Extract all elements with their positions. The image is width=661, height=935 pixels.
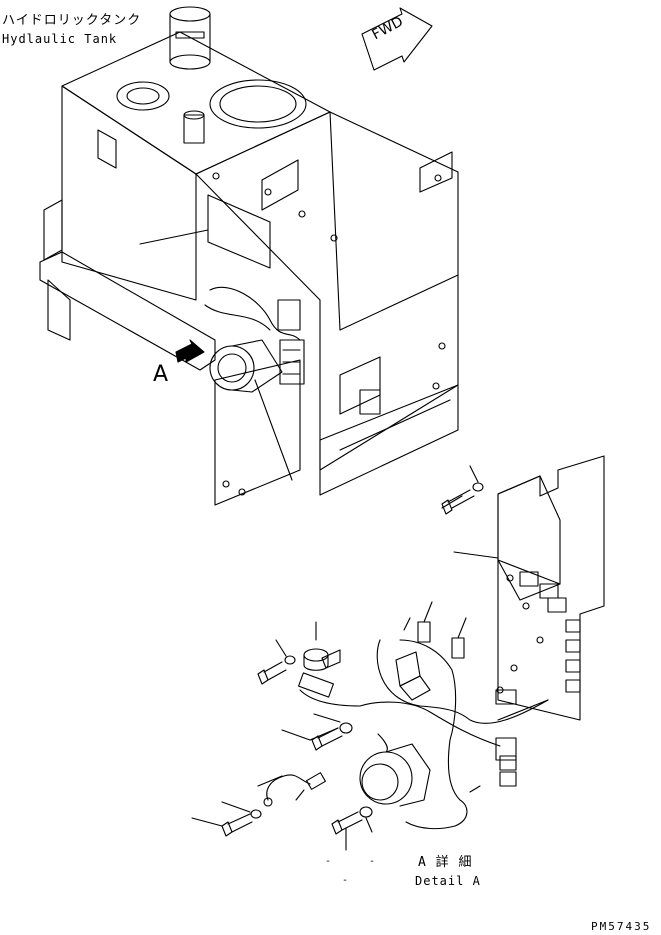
view-a-label: A [153, 362, 169, 387]
drawing-code: PM57435 [591, 920, 652, 933]
view-direction-arrow-icon [175, 339, 205, 363]
dash-mark: - [342, 875, 349, 886]
forward-arrow-icon [361, 7, 433, 71]
dash-mark: - [325, 856, 332, 867]
tank-title-en: Hydlaulic Tank [2, 32, 118, 46]
detail-a-title-en: Detail A [415, 874, 481, 888]
hydraulic-tank [39, 6, 459, 506]
dash-mark: - [369, 856, 376, 867]
tank-title-jp: ハイドロリックタンク [2, 13, 142, 28]
detail-a-assembly [191, 455, 605, 851]
detail-a-title-jp: A 詳 細 [418, 855, 473, 870]
